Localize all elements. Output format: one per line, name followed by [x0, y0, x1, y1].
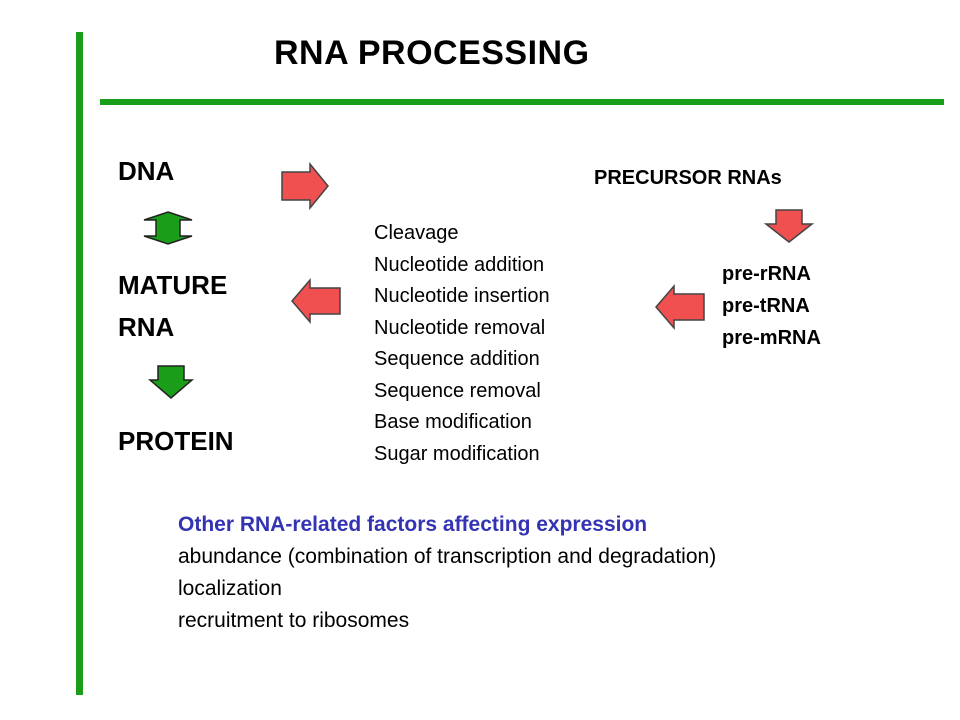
dna-label: DNA	[118, 156, 175, 186]
protein-label: PROTEIN	[118, 426, 234, 456]
processing-step: Sequence removal	[374, 379, 541, 402]
processing-step: Sequence addition	[374, 348, 540, 370]
precursor-types-list: pre-rRNA pre-tRNA pre-mRNA	[722, 258, 821, 354]
processing-steps-list: Cleavage Nucleotide addition Nucleotide …	[374, 218, 550, 470]
double-headed-arrow-icon	[143, 211, 193, 245]
processing-step: Nucleotide removal	[374, 316, 546, 339]
mature-rna-label-line1: MATURE	[118, 270, 228, 300]
precursor-rnas-label: PRECURSOR RNAs	[594, 167, 782, 189]
processing-step: Cleavage	[374, 222, 459, 244]
precursor-type: pre-rRNA	[722, 263, 811, 285]
down-arrow-icon	[147, 365, 195, 399]
precursor-type: pre-mRNA	[722, 327, 821, 349]
other-factor-item: abundance (combination of transcription …	[178, 545, 717, 568]
other-factor-item: recruitment to ribosomes	[178, 609, 410, 632]
other-factor-item: localization	[178, 577, 282, 600]
other-factors-heading: Other RNA-related factors affecting expr…	[178, 513, 648, 536]
left-arrow-icon	[655, 283, 705, 331]
mature-rna-label-line2: RNA	[118, 312, 175, 342]
vertical-green-rule	[76, 32, 83, 695]
precursor-type: pre-tRNA	[722, 295, 810, 317]
down-arrow-icon	[763, 209, 815, 243]
left-arrow-icon	[291, 277, 341, 325]
processing-step: Nucleotide insertion	[374, 285, 550, 307]
processing-step: Base modification	[374, 411, 532, 433]
page-title: RNA PROCESSING	[274, 34, 590, 72]
processing-step: Sugar modification	[374, 442, 540, 465]
other-factors-block: Other RNA-related factors affecting expr…	[178, 509, 716, 637]
processing-step: Nucleotide addition	[374, 253, 545, 276]
horizontal-green-rule	[100, 99, 944, 105]
right-arrow-icon	[281, 161, 329, 211]
